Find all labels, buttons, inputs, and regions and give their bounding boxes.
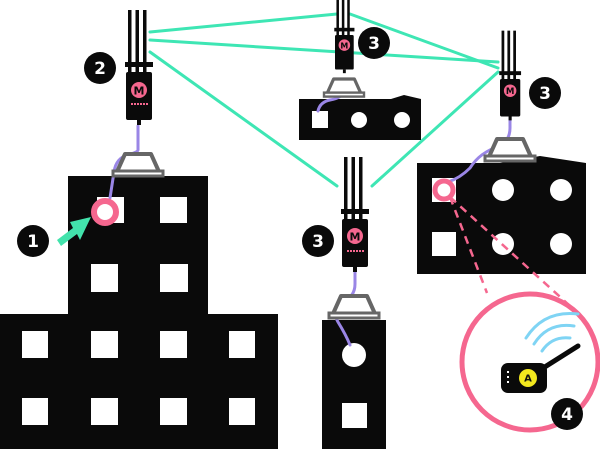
callout-badge-3-right: 3 — [529, 77, 561, 109]
zoom-callout — [448, 196, 600, 433]
radio-device-bottom3: M — [341, 157, 369, 272]
sensor-ring-icon — [91, 198, 119, 226]
antenna-icon — [537, 343, 581, 373]
callout-badge-1: 1 — [17, 225, 49, 257]
svg-text:4: 4 — [561, 405, 573, 425]
sensor-device: A — [501, 312, 581, 393]
mount-bottom3 — [327, 294, 381, 320]
building-left — [0, 176, 278, 449]
svg-text:3: 3 — [539, 84, 551, 104]
mount-right3 — [483, 137, 537, 163]
link-top3-right3 — [348, 12, 500, 70]
link-2-bottom3 — [148, 50, 339, 188]
radio-device-2: M — [125, 10, 153, 125]
svg-text:2: 2 — [94, 59, 106, 79]
callout-badge-3-bottom: 3 — [302, 225, 334, 257]
svg-text:M: M — [134, 85, 145, 98]
mount-top3 — [322, 77, 366, 99]
svg-text:M: M — [340, 41, 348, 50]
link-2-right3 — [148, 38, 500, 64]
svg-text:M: M — [506, 87, 515, 97]
mesh-links — [148, 12, 500, 188]
link-2-top3 — [148, 12, 339, 34]
callout-badge-2: 2 — [84, 52, 116, 84]
building-bottom-middle — [322, 320, 386, 449]
radio-device-top3: M — [334, 0, 355, 74]
callout-badge-3-top: 3 — [358, 27, 390, 59]
link-right3-bottom3 — [370, 70, 500, 188]
svg-text:A: A — [524, 374, 532, 385]
svg-text:1: 1 — [27, 232, 39, 252]
mesh-radio-icon: M — [131, 82, 148, 105]
pointer-arrow-icon — [57, 217, 91, 246]
svg-text:3: 3 — [312, 232, 324, 252]
wifi-signal-icon — [524, 312, 580, 353]
sensor-ring-icon — [432, 178, 456, 202]
callout-badge-4: 4 — [551, 398, 583, 430]
building-top-middle — [299, 95, 421, 140]
radio-device-right3: M — [499, 30, 522, 121]
svg-text:M: M — [350, 231, 361, 244]
building-right — [417, 156, 586, 274]
svg-text:3: 3 — [368, 34, 380, 54]
